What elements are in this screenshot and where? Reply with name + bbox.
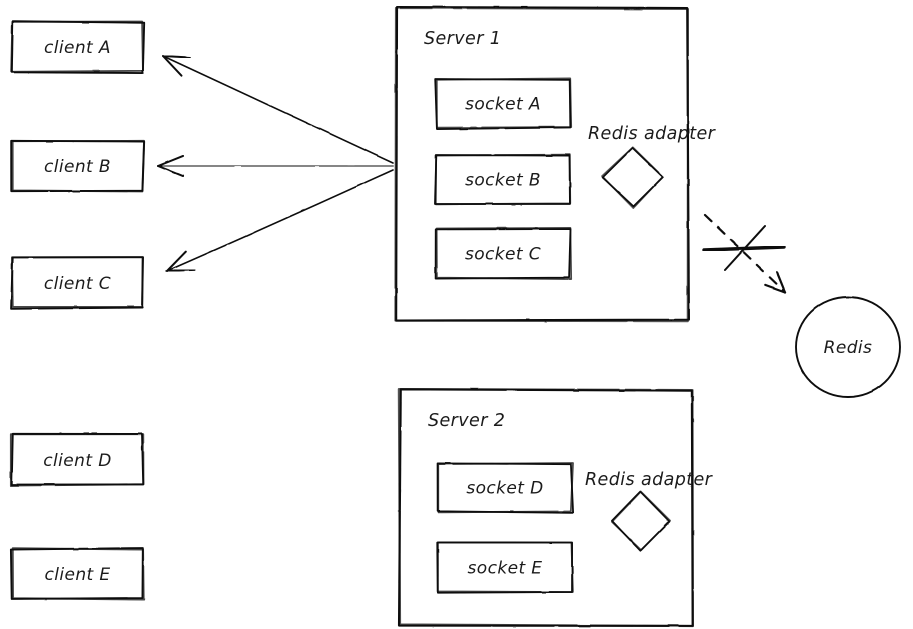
blocked-redis-link-cross [702,225,786,271]
socket-a-fill [436,79,570,128]
socket-d-label: socket D [466,479,543,499]
blocked-redis-link-head-0 [764,283,787,294]
client-b-fill [12,141,143,191]
socket-b-outline [434,153,572,206]
arrow-to-client-a-head-0 [162,55,191,59]
server-1: Server 1 socket A socket B socket C Redis ad… [394,5,717,323]
arrow-to-client-a-head-1 [162,55,183,77]
client-e-label: client E [44,565,110,585]
arrow-to-client-b [157,154,394,178]
datastore-group: Redis [795,296,901,398]
blocked-redis-link [703,213,787,294]
socket-c-outline [434,228,572,280]
client-b-outline [11,139,145,193]
socket-a-label: socket A [465,95,541,115]
arrow-to-client-b-head-0 [157,154,185,167]
server-1-outline [394,6,689,323]
socket-b-label: socket B [465,171,541,191]
client-b-label: client B [44,157,111,177]
server-2-adapter-diamond-outline [611,490,671,551]
client-e-fill [12,549,143,599]
arrow-to-client-c-head-0 [166,250,187,272]
client-c: client C [10,256,144,310]
clients-group: client A client B client C client D client E [9,20,146,601]
socket-c-fill [436,229,570,278]
server-2-adapter-label: Redis adapter [585,470,714,490]
client-d-fill [12,435,143,485]
socket-d-outline [437,462,574,514]
socket-e-outline [436,541,574,593]
arrow-to-client-a [162,55,394,164]
redis-node-outline [795,296,901,398]
client-a-label: client A [44,38,111,58]
client-d-label: client D [43,451,111,471]
socket-a-outline [435,77,573,129]
arrow-to-client-c-shaft [166,169,394,272]
client-d-outline [9,433,145,487]
client-a: client A [10,20,146,74]
server-2-outline [397,387,694,628]
redis-node-fill [796,297,900,397]
socket-e: socket E [436,541,574,594]
server-1-adapter-diamond-outline [601,146,664,209]
blocked-redis-link-cross-stroke-d [724,225,766,271]
blocked-redis-link-head-1 [776,271,787,294]
server-1-label: Server 1 [424,29,501,49]
socket-e-fill [438,543,572,592]
client-d: client D [9,432,145,487]
broadcast-arrows-group [157,55,394,272]
client-e: client E [9,547,145,601]
redis-node-label: Redis [824,338,873,358]
redis-node: Redis [795,296,901,398]
client-b: client B [10,139,146,193]
socket-e-label: socket E [468,559,543,579]
socket-c-label: socket C [465,245,541,265]
server-2-adapter-diamond [611,490,671,552]
socket-c-outline [435,227,573,281]
client-e-outline [11,547,145,601]
client-c-label: client C [44,274,111,294]
socket-d: socket D [436,462,575,514]
server-1-adapter-diamond [601,146,664,209]
socket-b: socket B [434,153,572,206]
servers-group: Server 1 socket A socket B socket C Redis ad… [394,5,717,628]
server-1-adapter-label: Redis adapter [588,124,717,144]
server-2-label: Server 2 [428,411,505,431]
server-2: Server 2 socket D socket E Redis adapter [397,387,714,628]
client-a-outline [10,20,144,73]
socket-b-fill [436,155,570,204]
client-a-fill [12,22,143,72]
client-c-fill [12,258,143,308]
arrow-to-client-c [166,169,394,272]
client-c-outline [10,256,144,308]
arrow-to-client-c-head-1 [166,268,195,272]
arrow-to-client-a-shaft [162,55,394,164]
socket-a: socket A [434,77,573,131]
arrow-to-client-b-head-1 [157,165,185,178]
blocked-link-group [702,213,787,294]
socket-c: socket C [434,227,573,281]
socket-d-fill [438,463,572,512]
blocked-redis-link-shaft [703,213,787,294]
